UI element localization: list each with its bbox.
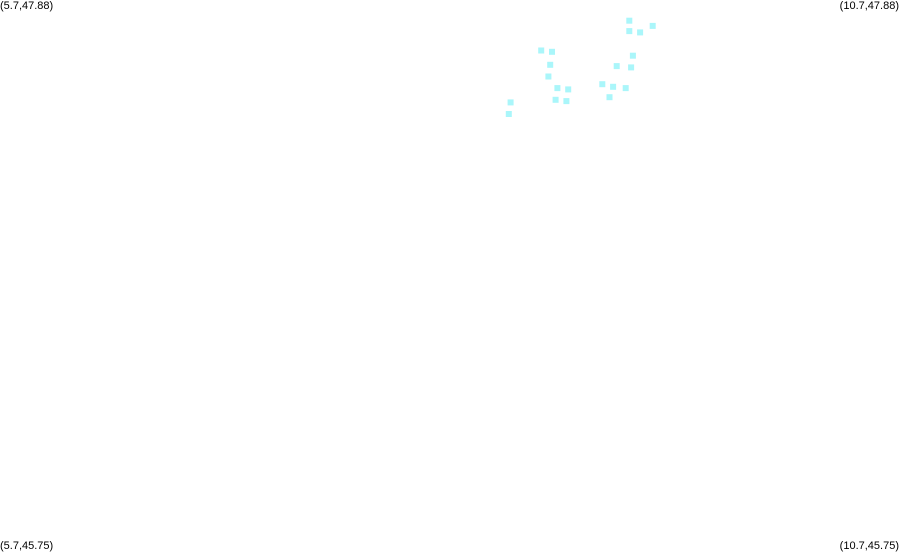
map-marker-0[interactable] — [626, 17, 633, 24]
map-marker-1[interactable] — [626, 28, 633, 35]
map-marker-8[interactable] — [554, 85, 561, 92]
map-marker-9[interactable] — [565, 86, 572, 93]
map-marker-3[interactable] — [649, 22, 656, 29]
map-marker-11[interactable] — [563, 98, 570, 105]
map-marker-10[interactable] — [552, 96, 559, 103]
map-marker-5[interactable] — [549, 48, 555, 55]
map-marker-14[interactable] — [613, 63, 620, 70]
map-marker-16[interactable] — [610, 83, 617, 90]
map-marker-7[interactable] — [545, 73, 552, 80]
map-marker-17[interactable] — [622, 85, 629, 92]
map-marker-15[interactable] — [599, 81, 606, 88]
corner-label-top-right: (10.7,47.88) — [839, 0, 899, 12]
map-marker-19[interactable] — [507, 99, 514, 106]
map-marker-20[interactable] — [505, 111, 512, 117]
corner-label-bottom-left: (5.7,45.75) — [0, 540, 54, 552]
map-marker-4[interactable] — [538, 47, 545, 54]
map-marker-6[interactable] — [547, 61, 554, 68]
map-marker-18[interactable] — [606, 94, 613, 101]
corner-label-bottom-right: (10.7,45.75) — [839, 540, 899, 552]
corner-label-top-left: (5.7,47.88) — [0, 0, 54, 12]
map-marker-13[interactable] — [628, 64, 635, 71]
map-marker-12[interactable] — [629, 52, 636, 59]
map-marker-2[interactable] — [637, 29, 644, 36]
